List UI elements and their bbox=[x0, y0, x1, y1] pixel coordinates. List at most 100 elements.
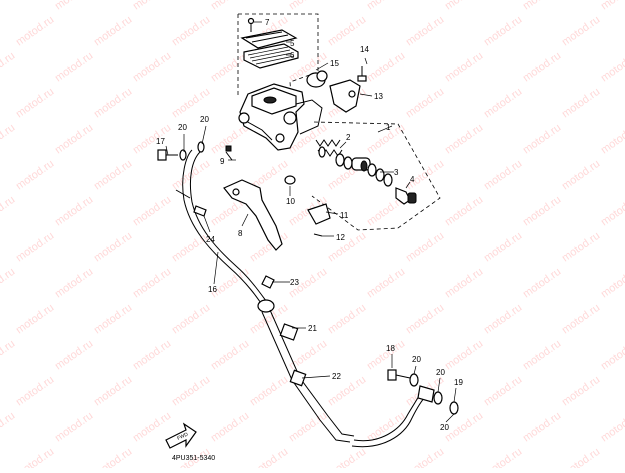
callout-18: 18 bbox=[386, 344, 395, 353]
diaphragm bbox=[243, 43, 299, 69]
callout-10: 10 bbox=[286, 197, 295, 206]
callout-8: 8 bbox=[238, 229, 243, 238]
pin-9 bbox=[225, 151, 233, 161]
callout-20c: 20 bbox=[412, 355, 421, 364]
watermark-text: motod.ru bbox=[209, 410, 251, 445]
watermark-text: motod.ru bbox=[404, 302, 446, 337]
watermark-text: motod.ru bbox=[170, 302, 212, 337]
callout-9: 9 bbox=[220, 157, 225, 166]
callout-1: 1 bbox=[386, 123, 391, 132]
hose-16-outer bbox=[182, 149, 265, 309]
watermark-text: motod.ru bbox=[599, 410, 625, 445]
watermark-text: motod.ru bbox=[248, 374, 290, 409]
callout-21: 21 bbox=[308, 324, 317, 333]
watermark-text: motod.ru bbox=[521, 338, 563, 373]
watermark-text: motod.ru bbox=[443, 266, 485, 301]
watermark-text: motod.ru bbox=[482, 446, 524, 468]
callout-20e: 20 bbox=[440, 423, 449, 432]
callout-14: 14 bbox=[360, 45, 369, 54]
watermark-text: motod.ru bbox=[443, 122, 485, 157]
callout-11: 11 bbox=[340, 211, 349, 220]
callout-5: 5 bbox=[290, 39, 295, 48]
master-cylinder-body bbox=[238, 83, 323, 151]
callout-3: 3 bbox=[394, 168, 399, 177]
callout-4: 4 bbox=[410, 175, 415, 184]
watermark-text: motod.ru bbox=[92, 14, 134, 49]
watermark-text: motod.ru bbox=[170, 14, 212, 49]
watermark-text: motod.ru bbox=[443, 338, 485, 373]
watermark-text: motod.ru bbox=[599, 0, 625, 12]
watermark-text: motod.ru bbox=[0, 50, 17, 85]
watermark-text: motod.ru bbox=[0, 194, 17, 229]
watermark-text: motod.ru bbox=[599, 338, 625, 373]
watermark-text: motod.ru bbox=[287, 410, 329, 445]
watermark-text: motod.ru bbox=[131, 338, 173, 373]
watermark-text: motod.ru bbox=[560, 374, 602, 409]
watermark-text: motod.ru bbox=[521, 0, 563, 12]
watermark-text: motod.ru bbox=[365, 50, 407, 85]
watermark-text: motod.ru bbox=[92, 230, 134, 265]
watermark-text: motod.ru bbox=[209, 338, 251, 373]
switch-11 bbox=[307, 203, 331, 225]
screw-7 bbox=[247, 17, 255, 32]
watermark-text: motod.ru bbox=[92, 374, 134, 409]
watermark-text: motod.ru bbox=[248, 446, 290, 468]
watermark-text: motod.ru bbox=[521, 122, 563, 157]
callout-labels: 7 5 6 15 14 13 1 2 3 4 9 10 11 12 8 17 2… bbox=[156, 18, 463, 432]
clamp-13 bbox=[329, 79, 361, 113]
watermark-text: motod.ru bbox=[560, 446, 602, 468]
callout-24: 24 bbox=[206, 235, 215, 244]
brake-lever bbox=[223, 179, 283, 251]
watermark-text: motod.ru bbox=[0, 410, 17, 445]
watermark-text: motod.ru bbox=[131, 0, 173, 12]
callout-12: 12 bbox=[336, 233, 345, 242]
hose-16-inner bbox=[189, 151, 271, 307]
watermark-text: motod.ru bbox=[521, 50, 563, 85]
callout-19: 19 bbox=[454, 378, 463, 387]
hose-joint bbox=[257, 299, 355, 443]
callout-7: 7 bbox=[265, 18, 270, 27]
watermark-text: motod.ru bbox=[443, 410, 485, 445]
watermark-text: motod.ru bbox=[365, 410, 407, 445]
watermark-text: motod.ru bbox=[53, 0, 95, 12]
watermark-text: motod.ru bbox=[14, 158, 56, 193]
watermark-text: motod.ru bbox=[560, 302, 602, 337]
watermark-text: motod.ru bbox=[0, 338, 17, 373]
callout-22: 22 bbox=[332, 372, 341, 381]
nut-10 bbox=[284, 175, 296, 185]
guide-23 bbox=[261, 275, 275, 289]
watermark-text: motod.ru bbox=[14, 86, 56, 121]
watermark-text: motod.ru bbox=[53, 410, 95, 445]
callout-17: 17 bbox=[156, 137, 165, 146]
watermark-text: motod.ru bbox=[521, 194, 563, 229]
watermark-text: motod.ru bbox=[482, 302, 524, 337]
bushing-15 bbox=[306, 70, 328, 88]
watermark-text: motod.ru bbox=[131, 50, 173, 85]
callout-23: 23 bbox=[290, 278, 299, 287]
watermark-text: motod.ru bbox=[521, 266, 563, 301]
watermark-text: motod.ru bbox=[0, 0, 17, 12]
watermark-text: motod.ru bbox=[404, 14, 446, 49]
watermark-text: motod.ru bbox=[92, 158, 134, 193]
watermark-text: motod.ru bbox=[170, 374, 212, 409]
watermark-text: motod.ru bbox=[599, 50, 625, 85]
callout-6: 6 bbox=[290, 51, 295, 60]
watermark-text: motod.ru bbox=[365, 266, 407, 301]
callout-20a: 20 bbox=[178, 123, 187, 132]
watermark-text: motod.ru bbox=[287, 0, 329, 12]
callout-13: 13 bbox=[374, 92, 383, 101]
watermark-text: motod.ru bbox=[482, 230, 524, 265]
lower-fittings bbox=[387, 369, 459, 415]
watermark-text: motod.ru bbox=[443, 0, 485, 12]
watermark-text: motod.ru bbox=[326, 302, 368, 337]
watermark-text: motod.ru bbox=[14, 230, 56, 265]
watermark-text: motod.ru bbox=[560, 230, 602, 265]
callout-2: 2 bbox=[346, 133, 351, 142]
forward-arrow: FWD bbox=[165, 422, 197, 449]
watermark-text: motod.ru bbox=[92, 446, 134, 468]
watermark-text: motod.ru bbox=[287, 338, 329, 373]
watermark-text: motod.ru bbox=[131, 194, 173, 229]
watermark-text: motod.ru bbox=[482, 86, 524, 121]
watermark-text: motod.ru bbox=[599, 194, 625, 229]
